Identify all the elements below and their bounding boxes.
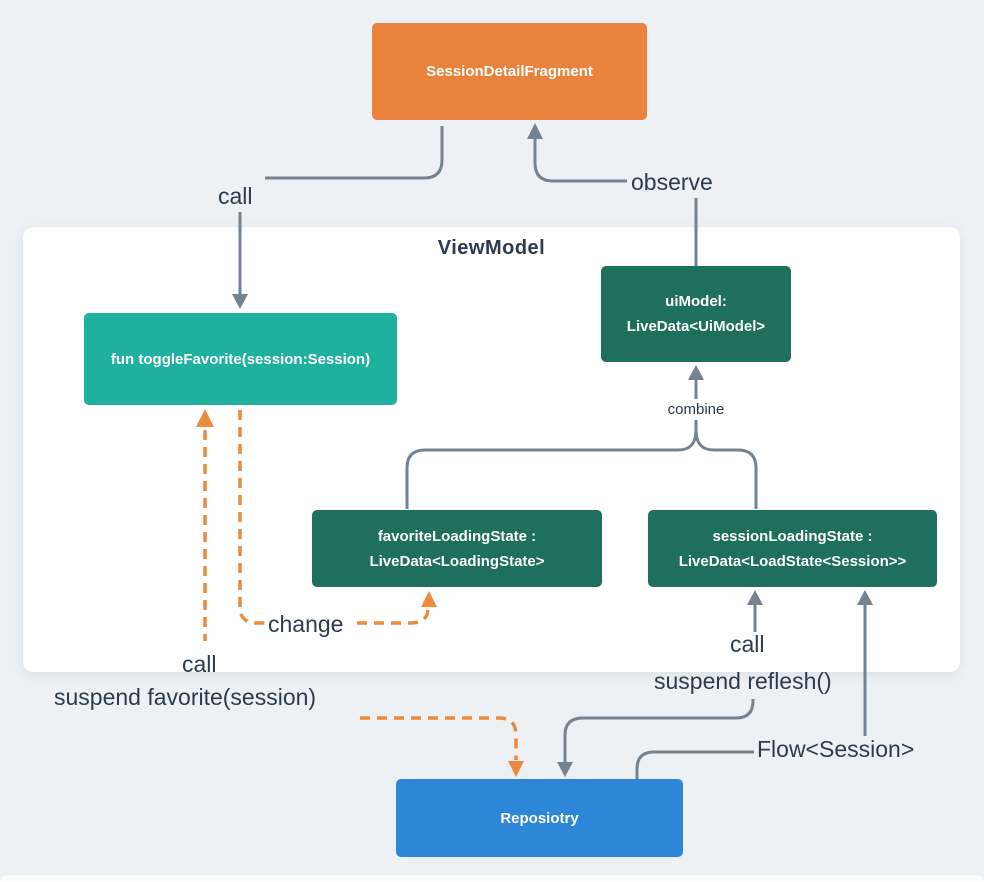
node-toggle-favorite: fun toggleFavorite(session:Session) — [84, 313, 397, 405]
label-combine: combine — [667, 401, 725, 418]
connector-favorite-repository — [360, 716, 518, 760]
node-label-line2: LiveData<UiModel> — [626, 318, 766, 335]
node-session-detail-fragment: SessionDetailFragment — [372, 23, 647, 120]
arrowhead-into-sessionloadingstate-call — [747, 590, 763, 605]
node-label-line1: uiModel: — [665, 293, 727, 310]
label-call-right: call — [730, 631, 765, 657]
viewmodel-title: ViewModel — [437, 237, 546, 259]
node-repository: Reposiotry — [396, 779, 683, 857]
arrowhead-into-fragment — [527, 123, 543, 139]
label-call-top: call — [218, 183, 253, 209]
connector-fragment-call — [265, 126, 444, 180]
connector-change-favoriteloadingstate — [357, 607, 430, 625]
connector-combine-fork-left — [405, 420, 698, 509]
label-change: change — [268, 611, 344, 637]
node-ui-model: uiModel: LiveData<UiModel> — [601, 266, 791, 362]
arrowhead-into-repository-orange — [508, 761, 524, 777]
node-label-line2: LiveData<LoadState<Session>> — [678, 552, 907, 570]
arrowhead-into-toggle-orange — [196, 409, 214, 427]
node-label: fun toggleFavorite(session:Session) — [110, 350, 371, 368]
node-favorite-loading-state: favoriteLoadingState : LiveData<LoadingS… — [312, 510, 602, 587]
label-call-left: call — [182, 651, 217, 677]
node-label: Reposiotry — [500, 809, 579, 827]
label-flow-session: Flow<Session> — [757, 736, 915, 762]
label-observe: observe — [631, 169, 713, 195]
label-suspend-favorite: suspend favorite(session) — [54, 684, 317, 710]
arrowhead-into-toggle — [232, 294, 248, 309]
node-label: SessionDetailFragment — [426, 63, 593, 80]
node-label-line1: sessionLoadingState : — [712, 527, 873, 545]
arrowhead-into-favoriteloadingstate — [421, 591, 437, 607]
arrowhead-into-repository-gray — [557, 762, 573, 777]
connector-toggle-change — [238, 410, 266, 625]
bottom-panel-edge — [0, 875, 984, 882]
connector-reflesh-repository — [563, 699, 755, 762]
connector-observe-fragment — [533, 139, 627, 183]
arrowhead-into-sessionloadingstate-flow — [857, 590, 873, 605]
arrowhead-into-uimodel — [688, 365, 704, 380]
node-label-line2: LiveData<LoadingState> — [369, 552, 545, 570]
connector-combine-fork-right — [694, 429, 758, 509]
connector-repository-flow — [635, 750, 754, 779]
node-session-loading-state: sessionLoadingState : LiveData<LoadState… — [648, 510, 937, 587]
label-suspend-reflesh: suspend reflesh() — [654, 668, 832, 694]
node-label-line1: favoriteLoadingState : — [377, 527, 537, 545]
